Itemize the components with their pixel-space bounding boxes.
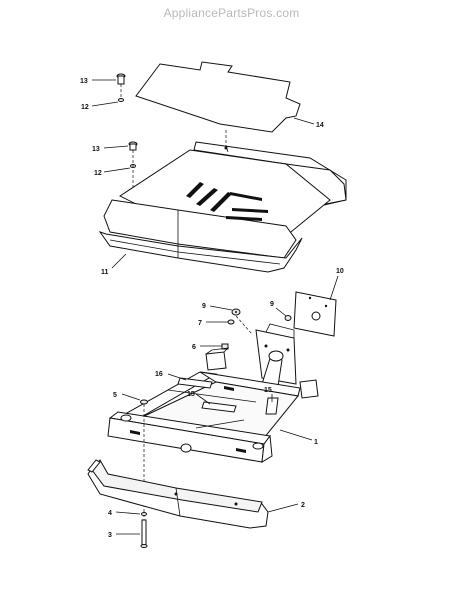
callout-2: 2: [301, 502, 305, 509]
callout-4: 4: [108, 510, 112, 517]
part-7-washer[interactable]: [227, 319, 235, 325]
callout-13-top: 13: [80, 78, 88, 85]
leader-5: [121, 393, 141, 401]
part-6-bolt[interactable]: [221, 343, 229, 350]
leader-11: [111, 253, 127, 269]
part-12-washer-top[interactable]: [118, 98, 124, 102]
part-15-pad-left[interactable]: [177, 377, 213, 389]
callout-10: 10: [336, 268, 344, 275]
callout-16: 16: [155, 371, 163, 378]
part-16-block-left[interactable]: [205, 347, 230, 371]
leader-16: [167, 373, 187, 381]
part-9-nut-right[interactable]: [284, 315, 292, 321]
callout-15-left: 15: [187, 391, 195, 398]
callout-9-right: 9: [270, 301, 274, 308]
part-2-front-cover[interactable]: [87, 459, 269, 529]
leader-1: [279, 429, 313, 441]
leader-dash-9: [235, 315, 253, 335]
part-9-nut-left[interactable]: [231, 308, 241, 316]
part-13-bolt-mid[interactable]: [128, 141, 138, 151]
callout-14: 14: [316, 122, 324, 129]
leader-9a: [209, 305, 233, 311]
part-14-pad[interactable]: [135, 61, 301, 133]
part-3-bolt[interactable]: [140, 519, 148, 548]
leader-14: [293, 117, 315, 125]
callout-6: 6: [192, 344, 196, 351]
callout-13-mid: 13: [92, 146, 100, 153]
part-5-bolt[interactable]: [140, 399, 148, 405]
leader-12b: [103, 167, 131, 173]
leader-10: [329, 275, 339, 301]
leader-9b: [275, 307, 287, 317]
part-4-washer[interactable]: [141, 512, 147, 516]
part-11-seat-shell[interactable]: [98, 141, 347, 273]
leader-2: [267, 503, 299, 513]
callout-12-top: 12: [81, 104, 89, 111]
callout-15-right: 15: [264, 387, 272, 394]
callout-3: 3: [108, 532, 112, 539]
leader-13b: [103, 145, 129, 149]
leader-4: [115, 511, 141, 515]
watermark-text: AppliancePartsPros.com: [163, 6, 300, 20]
callout-7: 7: [198, 320, 202, 327]
part-15-pad-center[interactable]: [201, 401, 237, 413]
part-10-mount-plate[interactable]: [293, 291, 337, 337]
leader-12a: [91, 101, 119, 107]
callout-12-mid: 12: [94, 170, 102, 177]
callout-11: 11: [101, 269, 109, 276]
part-13-bolt-top[interactable]: [116, 73, 126, 85]
callout-5: 5: [113, 392, 117, 399]
callout-1: 1: [314, 439, 318, 446]
leader-15a: [195, 393, 211, 405]
callout-9-left: 9: [202, 303, 206, 310]
part-16-block-right[interactable]: [299, 379, 319, 399]
part-15-pad-right[interactable]: [265, 397, 279, 415]
